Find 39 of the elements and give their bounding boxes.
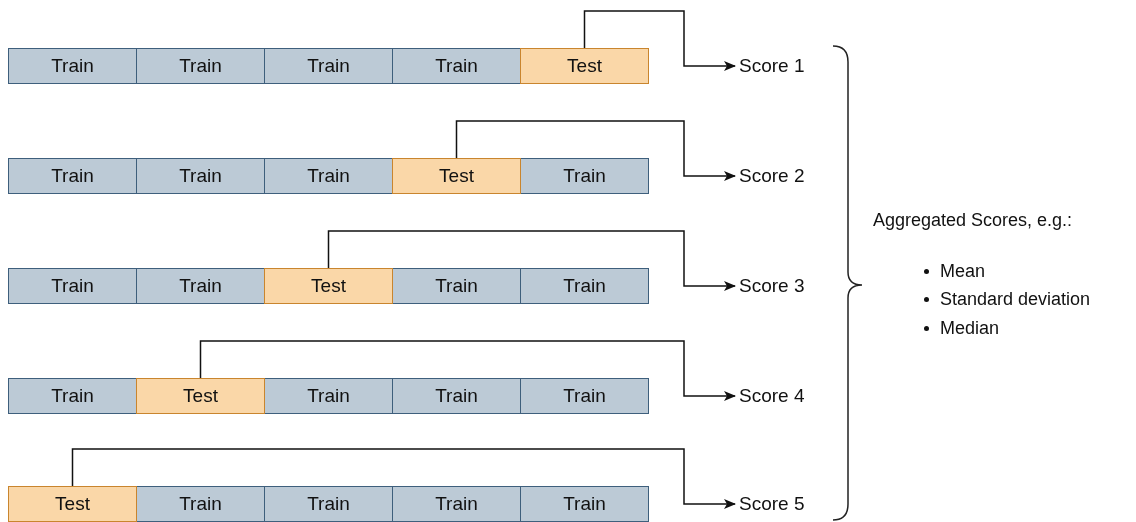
arrow: [199, 340, 736, 401]
train-fold-segment: Train: [8, 268, 137, 304]
train-fold-segment: Train: [8, 378, 137, 414]
train-fold-segment: Train: [8, 48, 137, 84]
score-label: Score 5: [739, 493, 805, 515]
arrow: [327, 230, 736, 291]
bullet-item: Standard deviation: [940, 288, 1091, 310]
train-fold-segment: Train: [264, 158, 393, 194]
test-fold-segment: Test: [8, 486, 137, 522]
train-fold-segment: Train: [520, 268, 649, 304]
train-fold-segment: Train: [520, 486, 649, 522]
train-fold-segment: Train: [520, 158, 649, 194]
train-fold-segment: Train: [392, 268, 521, 304]
bullet-item: Median: [940, 317, 1000, 339]
test-fold-segment: Test: [392, 158, 521, 194]
score-label: Score 1: [739, 55, 805, 77]
train-fold-segment: Train: [264, 48, 393, 84]
train-fold-segment: Train: [136, 268, 265, 304]
train-fold-segment: Train: [392, 378, 521, 414]
test-fold-segment: Test: [136, 378, 265, 414]
train-fold-segment: Train: [8, 158, 137, 194]
score-label: Score 2: [739, 165, 805, 187]
bullet-item: Mean: [940, 260, 986, 282]
arrow: [71, 448, 736, 509]
test-fold-segment: Test: [264, 268, 393, 304]
train-fold-segment: Train: [136, 486, 265, 522]
score-label: Score 4: [739, 385, 805, 407]
arrow: [583, 10, 736, 71]
train-fold-segment: Train: [136, 48, 265, 84]
arrow: [455, 120, 736, 181]
train-fold-segment: Train: [520, 378, 649, 414]
test-fold-segment: Test: [520, 48, 649, 84]
train-fold-segment: Train: [392, 486, 521, 522]
note-heading: Aggregated Scores, e.g.:: [873, 209, 1073, 231]
train-fold-segment: Train: [392, 48, 521, 84]
score-label: Score 3: [739, 275, 805, 297]
train-fold-segment: Train: [264, 378, 393, 414]
train-fold-segment: Train: [136, 158, 265, 194]
train-fold-segment: Train: [264, 486, 393, 522]
